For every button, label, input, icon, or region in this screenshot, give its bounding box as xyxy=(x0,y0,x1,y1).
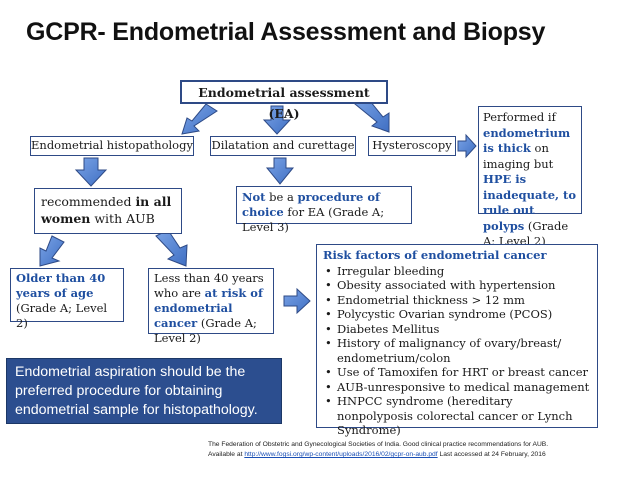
list-item: Irregular bleeding xyxy=(325,264,591,279)
hysteroscopy-box: Hysteroscopy xyxy=(368,136,456,156)
arrow-to-dc-note xyxy=(265,157,295,185)
older-than-40-box: Older than 40 years of age (Grade A; Lev… xyxy=(10,268,124,330)
note-text: Performed if xyxy=(483,110,556,124)
less-than-40-box: Less than 40 years who are at risk of en… xyxy=(148,268,274,345)
recommended-text: with AUB xyxy=(90,211,155,226)
recommended-emphasis: in all women xyxy=(41,194,172,226)
list-item: Diabetes Mellitus xyxy=(325,322,591,337)
citation-availability: Available at http://www.fogsi.org/wp-con… xyxy=(208,450,628,460)
younger-highlight: at risk of endometrial cancer xyxy=(154,286,263,330)
note-highlight: HPE is inadequate, to rule out polyps xyxy=(483,172,577,233)
citation-text: Available at xyxy=(208,451,245,458)
note-text: on imaging but xyxy=(483,141,554,171)
arrow-to-histopathology xyxy=(181,103,218,135)
dc-note-highlight: procedure of choice xyxy=(242,190,380,219)
list-item: AUB-unresponsive to medical management xyxy=(325,380,591,395)
arrow-to-recommended xyxy=(74,157,108,187)
dc-note-grade: for EA (Grade A; Level 3) xyxy=(242,205,385,234)
list-item: History of malignancy of ovary/breast/ e… xyxy=(325,336,591,365)
older-grade: (Grade A; Level 2) xyxy=(16,301,108,330)
arrow-to-risk-factors xyxy=(283,287,311,315)
list-item: Obesity associated with hypertension xyxy=(325,278,591,293)
citation-footer: The Federation of Obstetric and Gynecolo… xyxy=(208,440,628,460)
risk-factors-list: Irregular bleeding Obesity associated wi… xyxy=(323,264,591,438)
aspiration-callout: Endometrial aspiration should be the pre… xyxy=(6,358,282,424)
risk-factors-box: Risk factors of endometrial cancer Irreg… xyxy=(316,244,598,437)
dc-note-text: be a xyxy=(265,190,298,204)
dc-note-box: Not be a procedure of choice for EA (Gra… xyxy=(236,186,412,234)
older-highlight: Older than 40 years of age xyxy=(16,271,106,300)
hysteroscopy-note-box: Performed if endometrium is thick on ima… xyxy=(478,106,582,248)
risk-factors-heading: Risk factors of endometrial cancer xyxy=(323,248,547,262)
arrow-to-older xyxy=(39,235,65,267)
endometrial-assessment-box: Endometrial assessment (EA) xyxy=(180,80,388,121)
recommended-box: recommended in all women with AUB xyxy=(34,188,182,234)
citation-link[interactable]: http://www.fogsi.org/wp-content/uploads/… xyxy=(244,451,438,458)
note-highlight: endometrium is thick xyxy=(483,125,571,156)
arrow-to-younger xyxy=(155,229,188,267)
list-item: HNPCC syndrome (hereditary nonpolyposis … xyxy=(325,394,591,438)
younger-grade: (Grade A; Level 2) xyxy=(154,316,257,345)
citation-accessed: Last accessed at 24 February, 2016 xyxy=(437,451,546,458)
recommended-text: recommended xyxy=(41,194,136,209)
citation-text: The Federation of Obstetric and Gynecolo… xyxy=(208,441,549,448)
list-item: Use of Tamoxifen for HRT or breast cance… xyxy=(325,365,591,380)
younger-text: Less than 40 years who are xyxy=(154,271,264,300)
list-item: Endometrial thickness > 12 mm xyxy=(325,293,591,308)
arrow-to-dc xyxy=(262,105,292,135)
histopathology-box: Endometrial histopathology xyxy=(30,136,194,156)
page-title: GCPR- Endometrial Assessment and Biopsy xyxy=(26,18,546,46)
list-item: Polycystic Ovarian syndrome (PCOS) xyxy=(325,307,591,322)
arrow-to-hysteroscopy-note xyxy=(457,133,477,159)
dilatation-curettage-box: Dilatation and curettage xyxy=(210,136,356,156)
dc-note-highlight: Not xyxy=(242,190,266,204)
